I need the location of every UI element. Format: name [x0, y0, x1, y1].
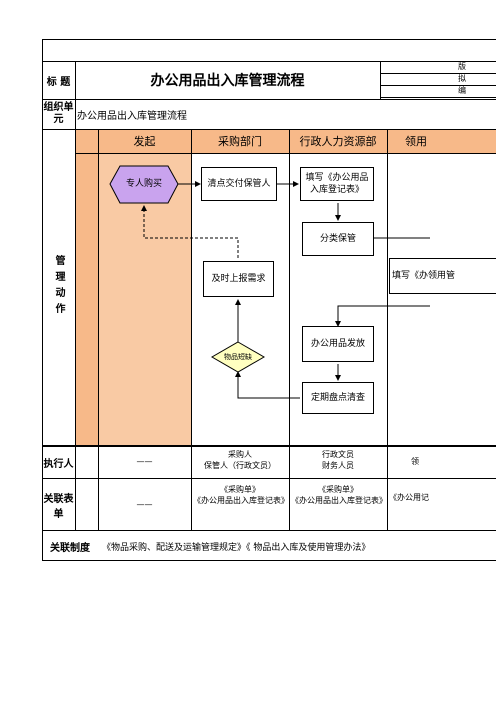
step-inventory: 定期盘点清查: [302, 382, 374, 414]
left-strip: [75, 129, 98, 445]
version-cell: 版: [458, 62, 466, 71]
docs-col2-line1: 《采购单》: [220, 485, 260, 494]
line-below-org-left: [42, 129, 75, 130]
line-below-lanes: [75, 153, 496, 154]
line-below-docs: [42, 530, 496, 531]
docs-col2: 《采购单》 《办公用品出入库登记表》: [193, 484, 289, 506]
org-unit-value: 办公用品出入库管理流程: [77, 110, 187, 122]
step-fill-partial: 填写《办领用管: [389, 258, 496, 294]
docs-col3-line2: 《办公用品出入库登记表》: [291, 496, 387, 505]
line-below-executor: [42, 478, 496, 479]
editor-cell: 编: [458, 86, 466, 95]
decision-label: 物品短缺: [224, 353, 252, 361]
vline-label: [75, 61, 76, 530]
line-top-title: [42, 61, 496, 62]
executor-col4: 领: [411, 457, 419, 466]
line-below-flow: [42, 445, 496, 447]
executor-col1: ——: [136, 457, 153, 466]
line-right-1: [380, 73, 496, 74]
executor-col3-line2: 财务人员: [322, 461, 354, 470]
executor-col2-line2: 保管人（行政文员）: [204, 461, 276, 470]
step-handover: 清点交付保管人: [201, 167, 277, 201]
org-unit-label: 组织单元: [43, 102, 74, 125]
executor-col3-line1: 行政文员: [322, 450, 354, 459]
page-title: 办公用品出入库管理流程: [150, 73, 305, 89]
start-step: 专人购买: [125, 179, 162, 189]
docs-col3-line1: 《采购单》: [318, 485, 358, 494]
executor-col2: 采购人 保管人（行政文员）: [191, 449, 289, 471]
step-classify: 分类保管: [302, 222, 374, 256]
executor-col2-line1: 采购人: [228, 450, 252, 459]
lane-header-recipient: 领用: [387, 129, 496, 153]
vline-strip: [98, 129, 99, 530]
docs-col3: 《采购单》 《办公用品出入库登记表》: [291, 484, 387, 506]
system-label: 关联制度: [50, 542, 90, 554]
vline-lane3: [387, 129, 388, 530]
drafter-cell: 拟: [458, 74, 466, 83]
docs-col2-line2: 《办公用品出入库登记表》: [193, 496, 289, 505]
docs-col1: ——: [136, 500, 153, 509]
executor-label: 执行人: [43, 458, 74, 470]
title-label: 标 题: [46, 76, 71, 88]
docs-col4: 《办公用记: [389, 493, 429, 502]
step-report: 及时上报需求: [203, 261, 274, 297]
vline-lane2: [289, 129, 290, 530]
line-right-2: [380, 85, 496, 86]
lane-header-initiate: 发起: [98, 129, 191, 153]
lane-header-purchasing: 采购部门: [191, 129, 289, 153]
line-right-3: [380, 97, 496, 98]
docs-label: 关联表单: [43, 493, 74, 520]
step-register: 填写《办公用品入库登记表》: [300, 167, 374, 201]
vline-title-right: [380, 61, 381, 99]
executor-col3: 行政文员 财务人员: [289, 449, 387, 471]
line-below-org: [75, 129, 496, 130]
lane-header-admin-hr: 行政人力资源部: [289, 129, 387, 153]
system-value: 《物品采购、配送及运输管理规定》《 物品出入库及使用管理办法》: [102, 542, 371, 553]
vline-lane1: [191, 129, 192, 530]
line-below-title: [42, 99, 496, 100]
decision-diamond: [210, 341, 266, 373]
process-table: [42, 39, 496, 561]
section-label: 管理动作: [53, 255, 64, 319]
step-issue: 办公用品发放: [302, 326, 374, 362]
